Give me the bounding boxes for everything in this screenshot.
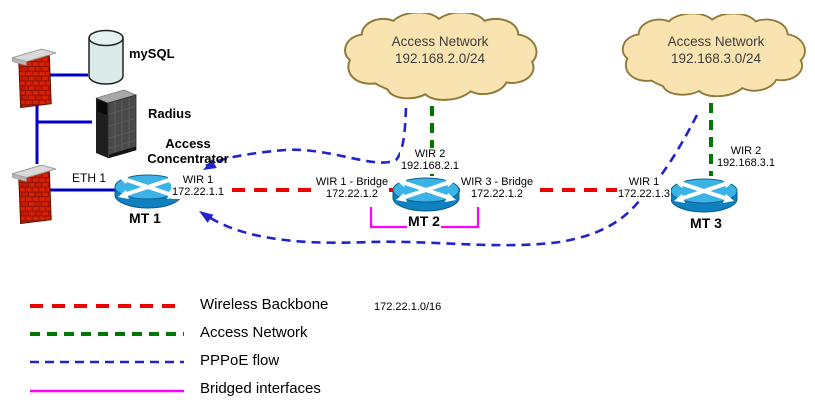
mt1-wir1-label: WIR 1 172.22.1.1 xyxy=(171,174,225,199)
legend-note-backbone-subnet: 172.22.1.0/16 xyxy=(374,301,442,313)
mysql-label: mySQL xyxy=(129,46,175,61)
cloud-1-name: Access Network xyxy=(391,34,489,49)
mt1-role-label: Access Concentrator xyxy=(147,136,229,167)
legend-label-pppoe-flow: PPPoE flow xyxy=(200,352,280,369)
mt3-wir1-label: WIR 1 172.22.1.3 xyxy=(617,176,671,201)
pppoe-arrowhead-bottom xyxy=(199,211,214,223)
legend-label-access-network: Access Network xyxy=(200,324,308,341)
mt2-wir3-bridge-label: WIR 3 - Bridge 172.22.1.2 xyxy=(459,176,535,201)
firewall-icon xyxy=(12,158,56,224)
mt3-name-label: MT 3 xyxy=(690,215,722,231)
mt2-name-label: MT 2 xyxy=(407,213,441,230)
mt1-name-label: MT 1 xyxy=(129,210,161,226)
cloud-2-subnet: 192.168.3.0/24 xyxy=(670,50,762,66)
cloud-1-subnet: 192.168.2.0/24 xyxy=(394,50,486,66)
mt1-eth1-label: ETH 1 xyxy=(72,171,107,185)
pppoe-flow-cloud1-to-mt1 xyxy=(205,107,408,168)
mt3-wir2-label: WIR 2 192.168.3.1 xyxy=(716,145,776,170)
router-icon-mt3 xyxy=(668,176,740,216)
mt2-wir1-bridge-label: WIR 1 - Bridge 172.22.1.2 xyxy=(314,176,390,201)
legend-label-bridged-interfaces: Bridged interfaces xyxy=(200,380,321,397)
router-icon-mt2 xyxy=(390,175,462,215)
radius-server-icon xyxy=(88,84,142,160)
firewall-icon xyxy=(12,42,56,108)
mt2-wir2-label: WIR 2 192.168.2.1 xyxy=(399,148,461,173)
radius-label: Radius xyxy=(148,106,192,121)
pppoe-arrowhead-top xyxy=(203,159,217,170)
legend-label-wireless-backbone: Wireless Backbone xyxy=(200,296,329,313)
mysql-database-icon xyxy=(86,28,126,86)
cloud-2-name: Access Network xyxy=(667,34,765,49)
